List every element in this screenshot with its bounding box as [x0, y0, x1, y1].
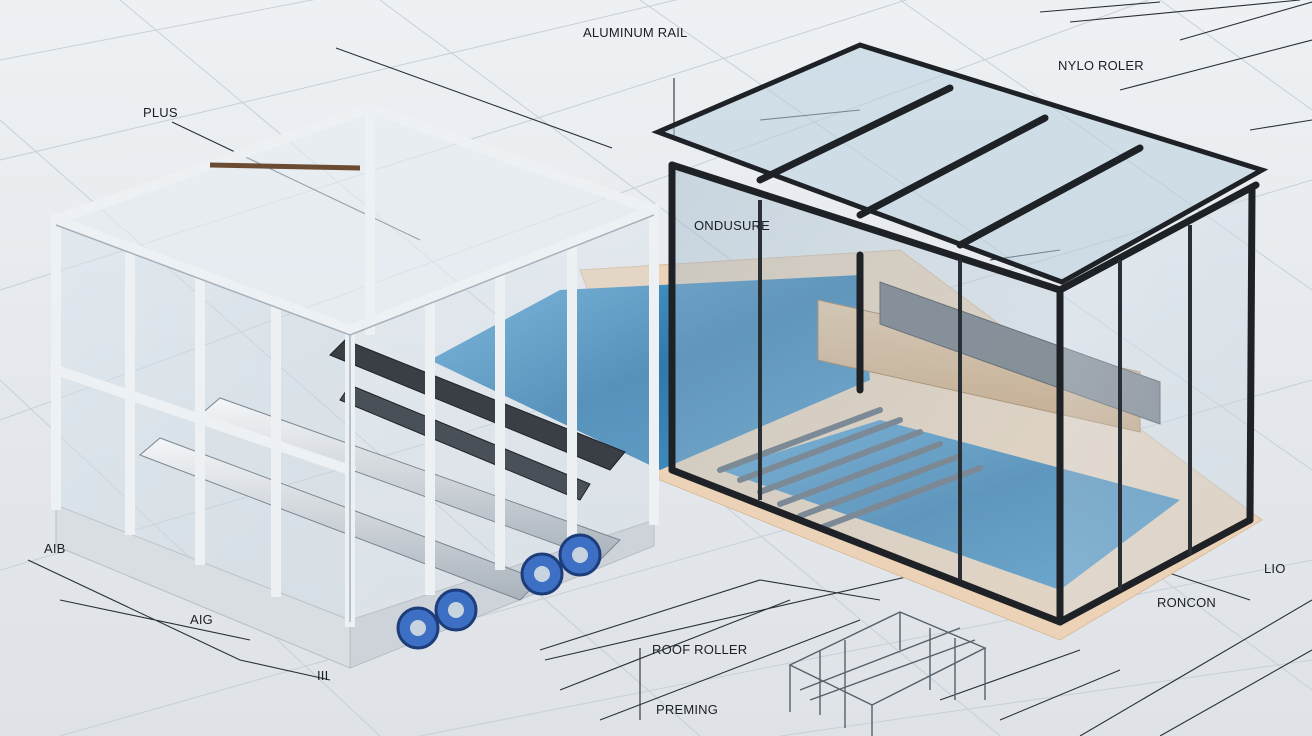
- posts: [668, 161, 1256, 626]
- label-nylo-roler: NYLO ROLER: [1058, 58, 1144, 73]
- label-aib: AIB: [44, 541, 66, 556]
- roller-rails: [139, 339, 626, 601]
- label-roof-roller: ROOF ROLLER: [652, 642, 748, 657]
- label-ondusure: ONDUSURE: [694, 218, 770, 233]
- label-lio: LIO: [1264, 561, 1286, 576]
- white-enclosure: [49, 102, 661, 669]
- label-plus: PLUS: [143, 105, 178, 120]
- mullions: [758, 200, 1192, 590]
- wireframe-model: [788, 611, 987, 736]
- roller-wheels: [396, 533, 602, 650]
- label-aluminum-rail: ALUMINUM RAIL: [583, 25, 688, 40]
- label-aig: AIG: [190, 612, 213, 627]
- roof-bars: [668, 84, 1260, 294]
- label-iii: III: [317, 668, 329, 683]
- label-preming: PREMING: [656, 702, 719, 717]
- glass-side-wall: [1060, 185, 1256, 620]
- label-roncon: RONCON: [1157, 595, 1216, 610]
